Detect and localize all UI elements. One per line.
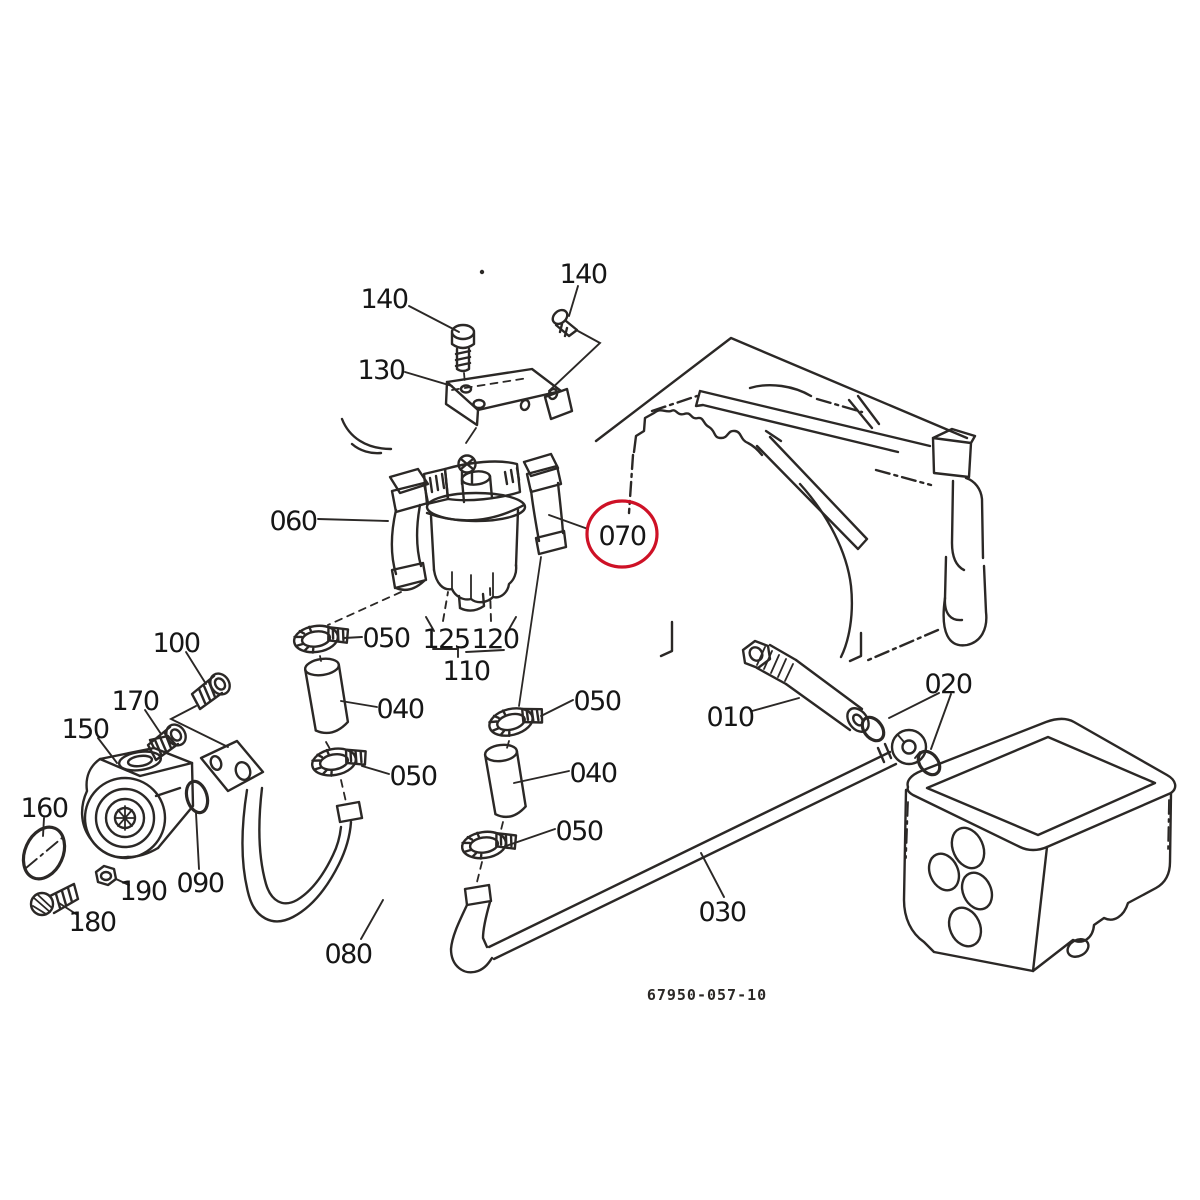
pipe-010 [741, 639, 870, 733]
part-label-030[interactable]: 030 [698, 897, 747, 928]
o-ring-160-centerline [25, 837, 63, 869]
engine-outline [340, 269, 988, 663]
bolt-100 [190, 672, 231, 711]
part-label-090[interactable]: 090 [176, 868, 225, 899]
part-label-125[interactable]: 125 [422, 624, 471, 655]
bolt-180 [29, 882, 80, 917]
fuel-filter-assembly [388, 427, 568, 612]
part-label-080[interactable]: 080 [324, 939, 373, 970]
bolt-140-right [551, 308, 579, 338]
part-label-190[interactable]: 190 [119, 876, 168, 907]
part-label-050-4[interactable]: 050 [555, 816, 604, 847]
hose-080 [241, 786, 364, 923]
o-ring-020-a [860, 715, 886, 743]
part-label-130[interactable]: 130 [357, 355, 406, 386]
part-label-060[interactable]: 060 [269, 506, 318, 537]
leader-lines [42, 285, 952, 940]
part-label-180[interactable]: 180 [68, 907, 117, 938]
part-label-160[interactable]: 160 [20, 793, 69, 824]
part-callouts: 140 140 130 060 070 050 125 120 110 040 … [20, 259, 973, 1004]
part-label-050-3[interactable]: 050 [573, 686, 622, 717]
part-label-170[interactable]: 170 [111, 686, 160, 717]
pipe-030 [449, 728, 928, 974]
part-label-040-2[interactable]: 040 [569, 758, 618, 789]
hose-flange [199, 739, 265, 793]
part-label-050-2[interactable]: 050 [389, 761, 438, 792]
part-label-100[interactable]: 100 [152, 628, 201, 659]
o-ring-090 [184, 779, 210, 815]
part-label-020[interactable]: 020 [924, 669, 973, 700]
part-label-150[interactable]: 150 [61, 714, 110, 745]
part-label-140-2[interactable]: 140 [559, 259, 608, 290]
part-label-140-1[interactable]: 140 [360, 284, 409, 315]
part-label-040-1[interactable]: 040 [376, 694, 425, 725]
part-label-120[interactable]: 120 [471, 624, 520, 655]
left-hose-column [291, 591, 402, 803]
drawing-number: 67950-057-10 [647, 986, 767, 1004]
highlight-circle-070 [585, 499, 659, 569]
o-ring-020-b [916, 749, 942, 777]
part-label-050-1[interactable]: 050 [362, 623, 411, 654]
gear-case [902, 717, 1177, 973]
o-ring-160 [21, 825, 67, 881]
bolt-140-left [450, 323, 476, 385]
part-label-070[interactable]: 070 [598, 521, 647, 552]
part-label-110[interactable]: 110 [442, 656, 491, 687]
hydraulic-pump [80, 734, 195, 860]
mount-bracket [444, 367, 574, 427]
nut-190 [94, 864, 118, 887]
right-hose-column [459, 556, 548, 887]
part-label-010[interactable]: 010 [706, 702, 755, 733]
bolt-170 [146, 723, 187, 762]
